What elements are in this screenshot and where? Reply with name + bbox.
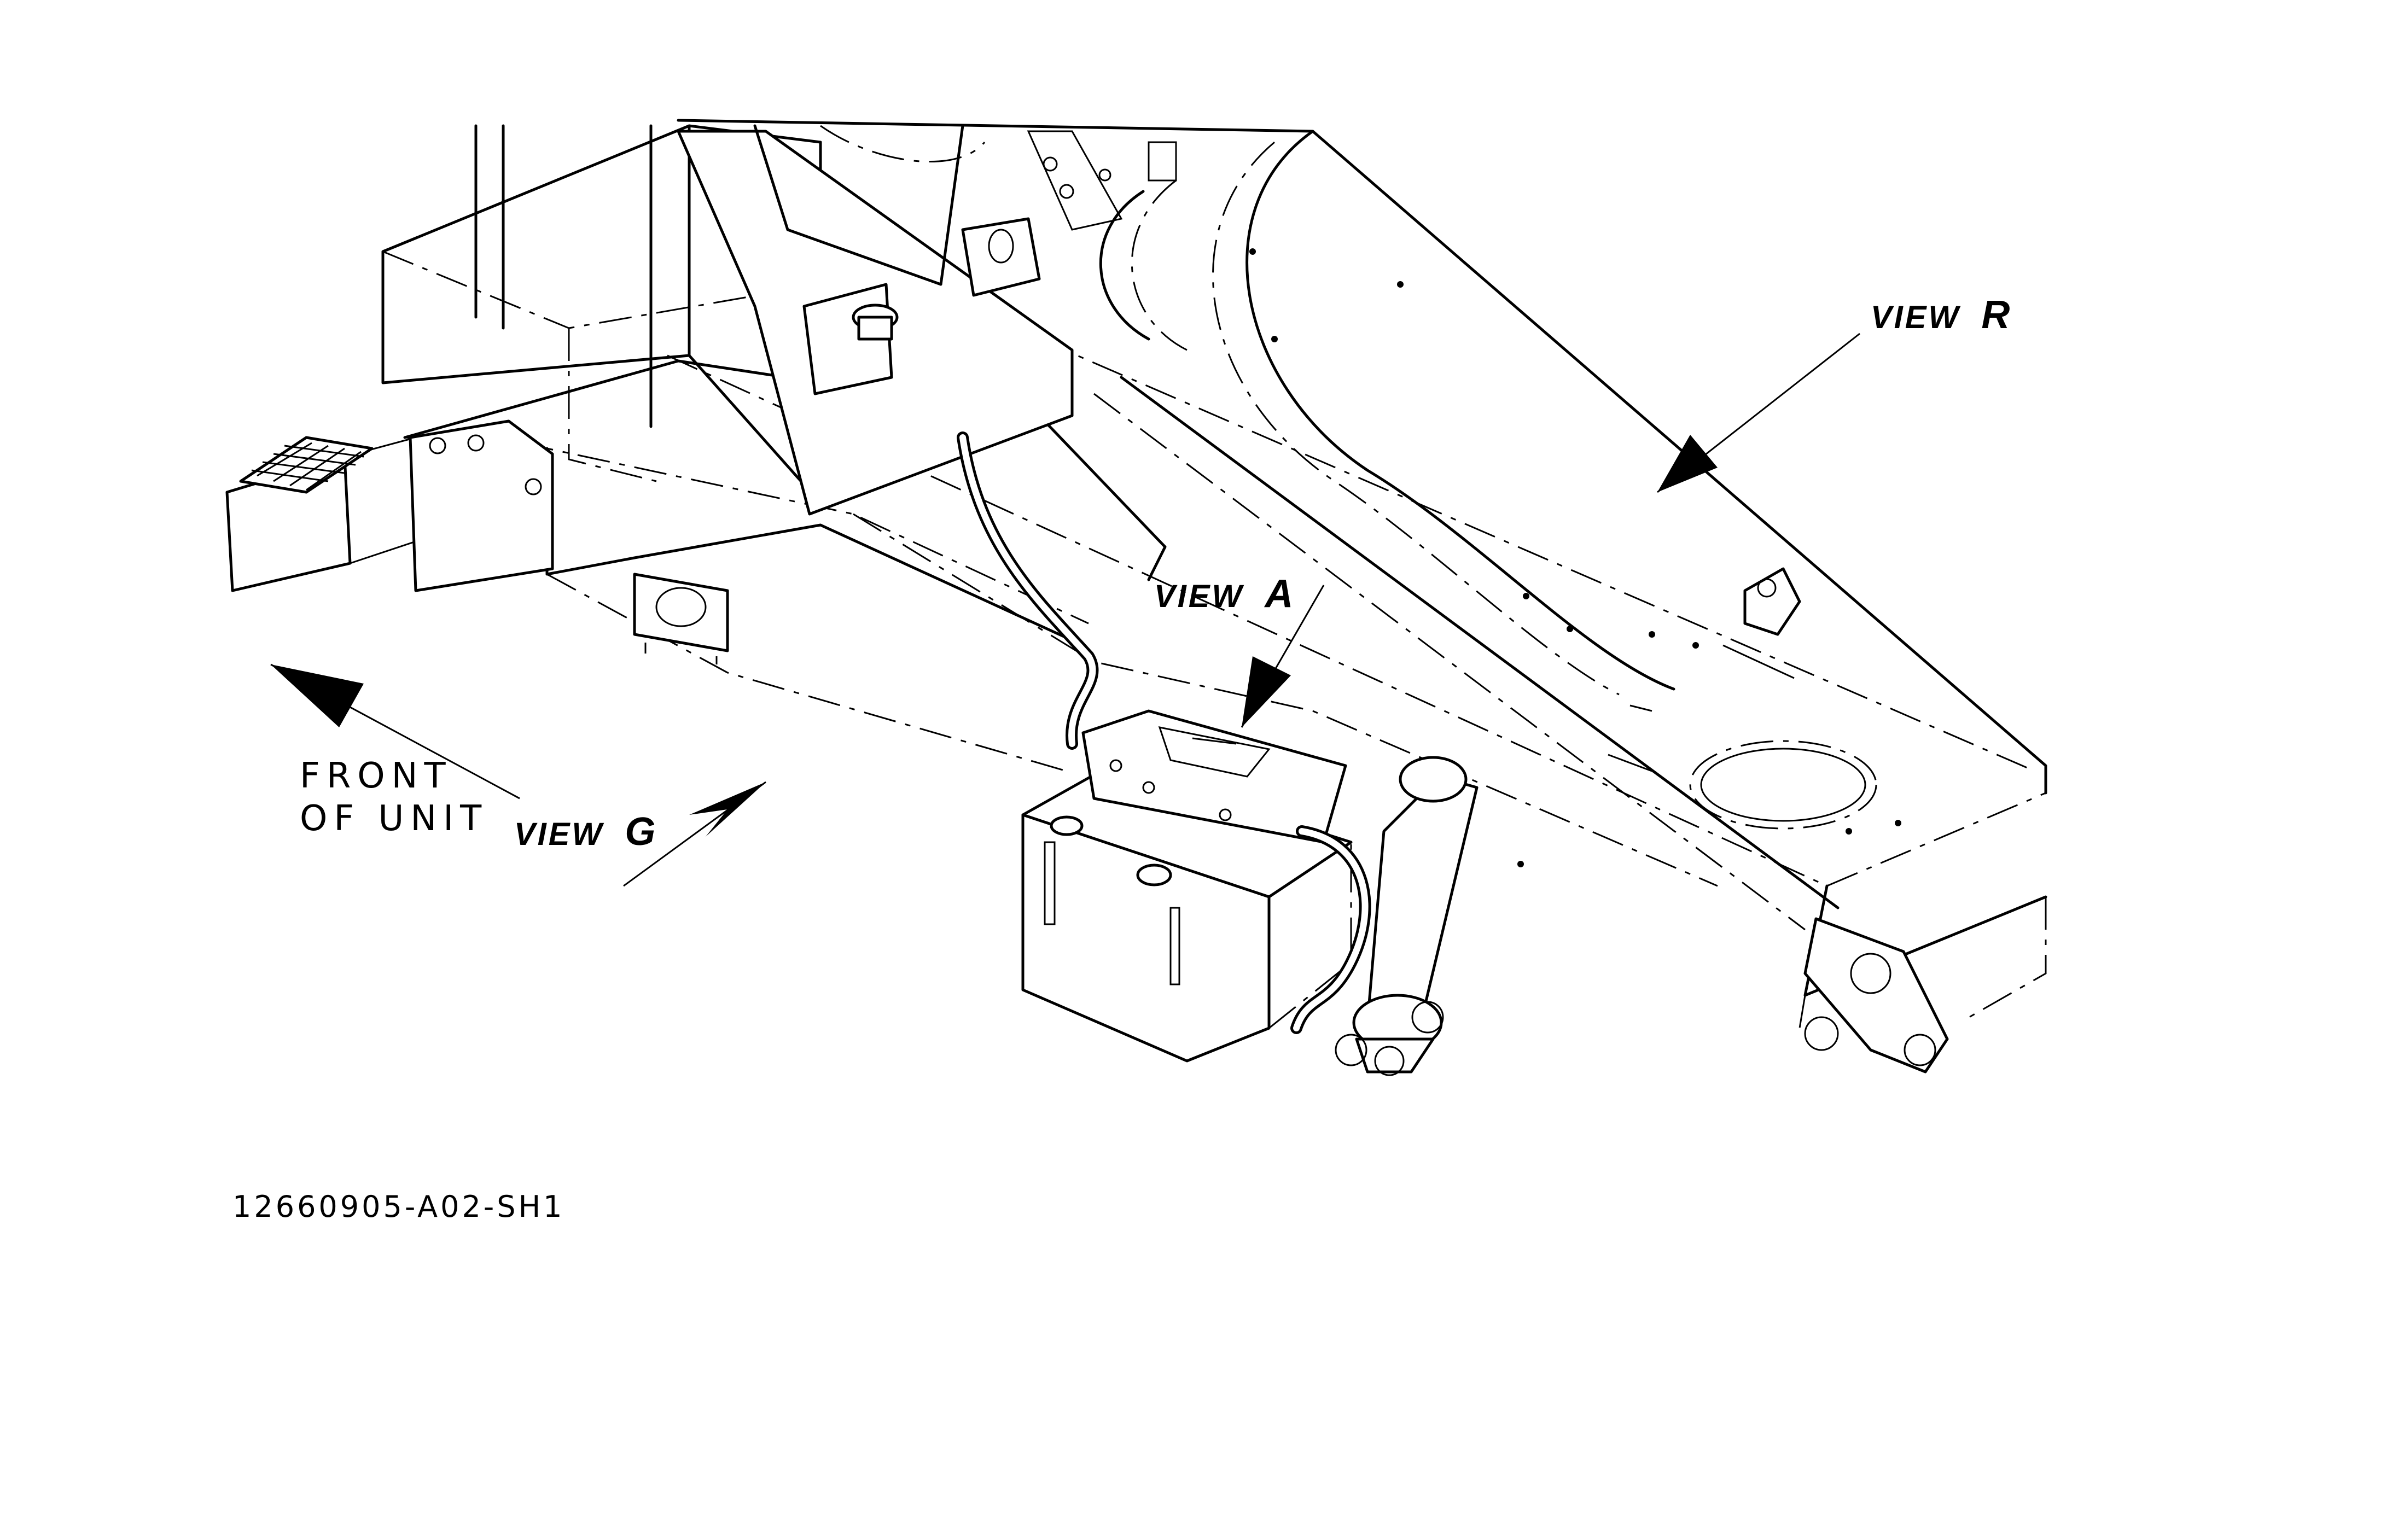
view-g-label: VIEW G <box>514 810 657 854</box>
front-of-unit-line1: FRONT <box>300 756 452 796</box>
view-r-label: VIEW R <box>1871 293 2012 337</box>
view-a-arrow <box>1241 585 1325 728</box>
view-r-word: VIEW <box>1871 300 1960 335</box>
step-grid <box>251 442 364 491</box>
front-of-unit-arrow <box>270 663 520 800</box>
front-of-unit-line2: OF UNIT <box>300 798 488 839</box>
view-g-arrow <box>623 781 766 887</box>
linkage-bracket <box>1743 567 1949 1074</box>
valve-manifold <box>1081 709 1347 844</box>
view-g-word: VIEW <box>514 816 604 852</box>
view-a-word: VIEW <box>1154 579 1244 614</box>
view-r-letter: R <box>1981 293 2012 337</box>
main-frame <box>225 119 2047 1029</box>
hydraulic-hoses <box>957 431 1371 1034</box>
lift-cylinder <box>1335 756 1479 1076</box>
view-a-letter: A <box>1264 572 1295 616</box>
view-a-label: VIEW A <box>1154 572 1295 616</box>
drawing-id: 12660905-A02-SH1 <box>232 1189 565 1224</box>
cab-structure <box>381 124 1177 516</box>
fastener-dots <box>1249 248 1901 867</box>
view-r-arrow <box>1657 332 1860 493</box>
view-g-letter: G <box>625 810 657 854</box>
